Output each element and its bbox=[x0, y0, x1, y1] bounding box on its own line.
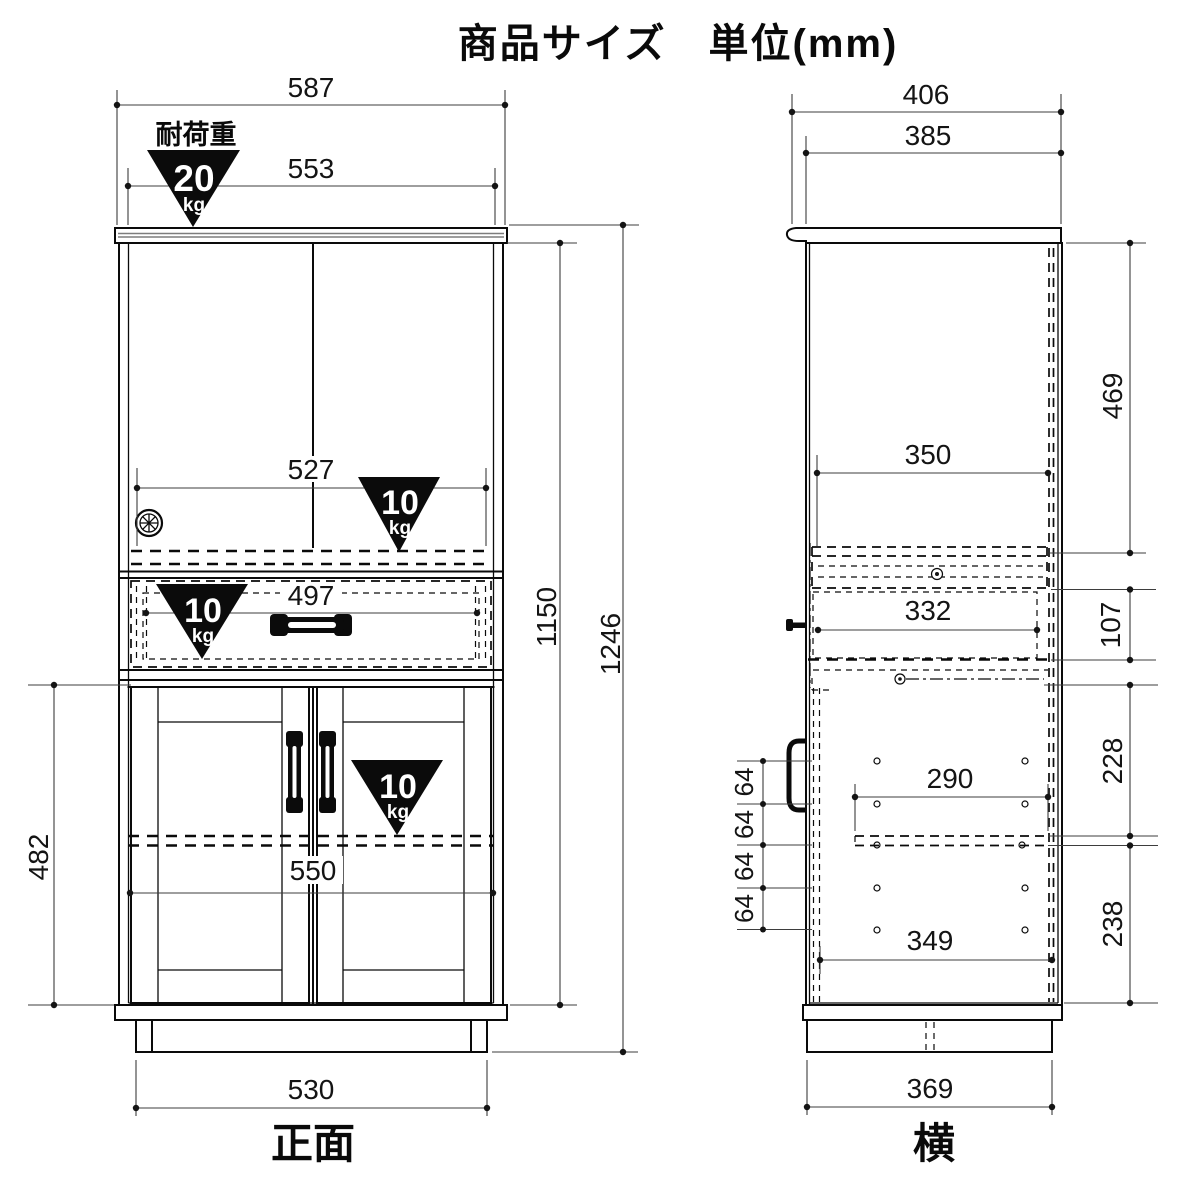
left-door-handle-icon bbox=[286, 731, 303, 813]
front-doors bbox=[128, 686, 494, 1004]
svg-text:497: 497 bbox=[288, 580, 335, 611]
front-drawer bbox=[130, 580, 492, 668]
load-badge-top: 20 kg bbox=[147, 150, 240, 227]
svg-text:64: 64 bbox=[729, 852, 759, 881]
dim-drawer-height: 107 bbox=[1051, 586, 1156, 664]
page-title: 商品サイズ 単位(mm) bbox=[458, 22, 899, 66]
svg-text:550: 550 bbox=[290, 855, 337, 886]
svg-text:469: 469 bbox=[1097, 373, 1128, 420]
dim-upper-inner-height: 469 bbox=[1050, 239, 1146, 557]
svg-text:64: 64 bbox=[729, 894, 759, 923]
dim-open-space-depth: 350 bbox=[813, 439, 1052, 546]
right-door-handle-icon bbox=[319, 731, 336, 813]
svg-text:553: 553 bbox=[288, 153, 335, 184]
load-capacity-label: 耐荷重 bbox=[156, 120, 237, 150]
svg-text:1150: 1150 bbox=[531, 587, 562, 647]
side-view-cabinet bbox=[785, 227, 1063, 1053]
svg-text:kg: kg bbox=[387, 802, 409, 823]
svg-text:10: 10 bbox=[381, 484, 419, 522]
side-drawer bbox=[786, 591, 1048, 691]
svg-text:107: 107 bbox=[1095, 602, 1126, 649]
svg-text:332: 332 bbox=[905, 595, 952, 626]
svg-text:kg: kg bbox=[183, 195, 205, 216]
dim-inner-width: 550 bbox=[126, 855, 497, 897]
dim-base-depth: 369 bbox=[803, 1060, 1056, 1115]
svg-text:350: 350 bbox=[905, 439, 952, 470]
load-badge-cabinet: 10 kg bbox=[351, 760, 443, 835]
dim-open-space-width: 527 bbox=[133, 454, 490, 546]
front-view-dimensions: 587 553 527 497 bbox=[23, 72, 639, 1116]
svg-text:238: 238 bbox=[1097, 901, 1128, 948]
dim-body-height: 1150 bbox=[507, 239, 577, 1009]
svg-text:1246: 1246 bbox=[595, 613, 626, 675]
dim-shelf-depth: 290 bbox=[851, 763, 1052, 831]
drawer-handle-icon bbox=[270, 614, 352, 636]
svg-text:kg: kg bbox=[389, 518, 411, 539]
dim-overall-height: 1246 bbox=[492, 221, 639, 1056]
svg-text:20: 20 bbox=[173, 158, 214, 199]
dim-cabinet-height: 482 bbox=[23, 681, 131, 1009]
side-view-label: 横 bbox=[913, 1120, 955, 1167]
svg-text:587: 587 bbox=[288, 72, 335, 103]
side-door-handle-icon bbox=[786, 738, 806, 813]
dim-overall-depth: 406 bbox=[788, 79, 1065, 224]
front-view-cabinet bbox=[114, 227, 508, 1053]
dim-shelf-pitch: 64 64 64 64 bbox=[729, 758, 812, 933]
svg-text:406: 406 bbox=[903, 79, 950, 110]
svg-text:10: 10 bbox=[379, 768, 417, 806]
dim-top-shelf-width: 553 bbox=[124, 153, 499, 225]
dim-lower-cabinet-space: 238 bbox=[1048, 842, 1158, 1007]
cable-grommet-icon bbox=[134, 508, 164, 538]
front-load-badges: 耐荷重 20 kg 10 kg 10 kg 10 kg bbox=[147, 120, 443, 835]
svg-text:10: 10 bbox=[184, 592, 222, 630]
dim-drawer-depth: 332 bbox=[814, 595, 1041, 634]
svg-text:349: 349 bbox=[907, 925, 954, 956]
svg-text:527: 527 bbox=[288, 454, 335, 485]
dim-base-width: 530 bbox=[132, 1060, 491, 1116]
svg-text:290: 290 bbox=[927, 763, 974, 794]
side-sliding-shelf bbox=[809, 543, 1048, 688]
drawer-knob-icon bbox=[786, 619, 806, 631]
svg-text:64: 64 bbox=[729, 810, 759, 839]
dim-cabinet-inner-depth: 349 bbox=[816, 925, 1056, 974]
svg-text:369: 369 bbox=[907, 1073, 954, 1104]
front-view-label: 正面 bbox=[271, 1120, 355, 1167]
load-badge-open-shelf: 10 kg bbox=[358, 477, 440, 552]
svg-text:385: 385 bbox=[905, 120, 952, 151]
svg-text:kg: kg bbox=[192, 626, 214, 647]
svg-text:530: 530 bbox=[288, 1074, 335, 1105]
side-view-dimensions: 406 385 469 350 332 bbox=[729, 79, 1158, 1115]
dim-upper-cabinet-space: 228 bbox=[1044, 681, 1158, 840]
dim-body-depth: 385 bbox=[802, 120, 1065, 224]
dim-overall-width: 587 bbox=[113, 72, 509, 225]
svg-text:482: 482 bbox=[23, 834, 54, 881]
svg-text:64: 64 bbox=[729, 768, 759, 797]
load-badge-drawer: 10 kg bbox=[156, 584, 248, 659]
svg-text:228: 228 bbox=[1097, 738, 1128, 785]
